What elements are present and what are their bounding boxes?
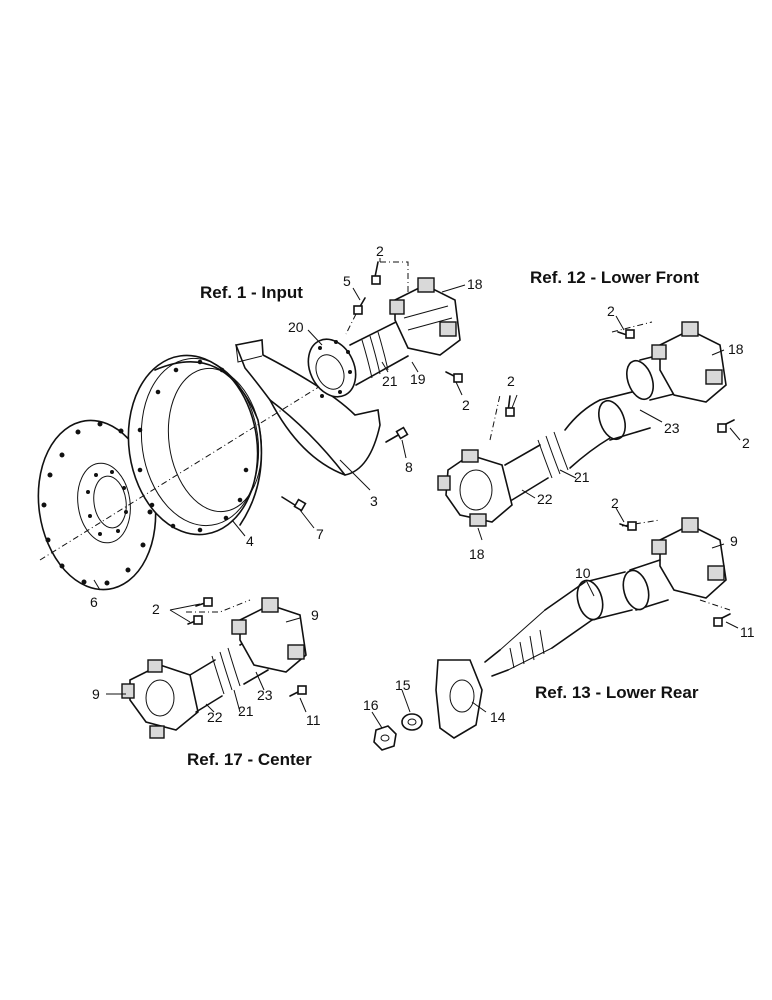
- title-lower-front: Ref. 12 - Lower Front: [530, 268, 699, 287]
- callout-4: 4: [246, 533, 254, 549]
- callout-9: 9: [730, 533, 738, 549]
- callout-18: 18: [469, 546, 485, 562]
- title-center: Ref. 17 - Center: [187, 750, 312, 769]
- callout-20: 20: [288, 319, 304, 335]
- lower-rear-assembly: [373, 517, 731, 751]
- callout-2: 2: [611, 495, 619, 511]
- callout-22: 22: [207, 709, 223, 725]
- callout-16: 16: [363, 697, 379, 713]
- callout-9: 9: [311, 607, 319, 623]
- callout-21: 21: [574, 469, 590, 485]
- callout-21: 21: [238, 703, 254, 719]
- callout-8: 8: [405, 459, 413, 475]
- callout-numbers: 2 5 18 20 21 19 2 8 3 4 7 6 2 2 18 23 2 …: [90, 243, 755, 728]
- adapter-ring-part-4: [127, 354, 263, 536]
- callout-11: 11: [740, 624, 755, 640]
- title-input: Ref. 1 - Input: [200, 283, 303, 302]
- callout-3: 3: [370, 493, 378, 509]
- callout-19: 19: [410, 371, 426, 387]
- callout-2: 2: [742, 435, 750, 451]
- input-assembly: [37, 261, 463, 591]
- callout-2: 2: [507, 373, 515, 389]
- lower-front-assembly: [437, 321, 735, 527]
- callout-11: 11: [306, 712, 321, 728]
- callout-22: 22: [537, 491, 553, 507]
- bolt-part-8: [385, 426, 409, 443]
- callout-18: 18: [728, 341, 744, 357]
- bolt-part-2-top: [371, 261, 409, 292]
- callout-7: 7: [316, 526, 324, 542]
- callout-23: 23: [664, 420, 680, 436]
- input-shaft-assembly: [307, 277, 461, 398]
- callout-2: 2: [607, 303, 615, 319]
- bolt-part-7: [281, 496, 307, 512]
- bolt-part-2-lower: [445, 371, 463, 383]
- callout-23: 23: [257, 687, 273, 703]
- callout-2: 2: [376, 243, 384, 259]
- callout-2: 2: [152, 601, 160, 617]
- title-lower-rear: Ref. 13 - Lower Rear: [535, 683, 699, 702]
- callout-15: 15: [395, 677, 411, 693]
- callout-14: 14: [490, 709, 506, 725]
- assembly-titles: Ref. 1 - Input Ref. 12 - Lower Front Ref…: [187, 268, 699, 769]
- callout-5: 5: [343, 273, 351, 289]
- callout-2: 2: [462, 397, 470, 413]
- callout-10: 10: [575, 565, 591, 581]
- bolt-part-5: [345, 297, 366, 335]
- callout-9: 9: [92, 686, 100, 702]
- callout-18: 18: [467, 276, 483, 292]
- callout-21: 21: [382, 373, 398, 389]
- callout-6: 6: [90, 594, 98, 610]
- leader-lines: [93, 258, 741, 729]
